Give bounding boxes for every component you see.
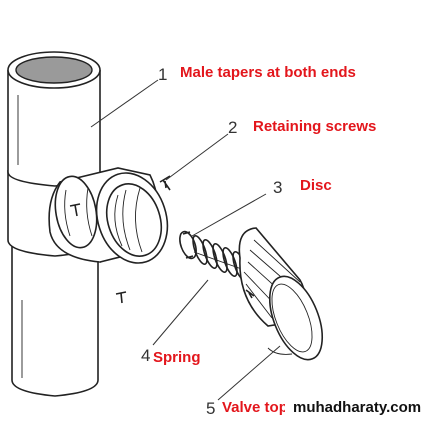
part-label-4: Spring <box>153 349 201 366</box>
leader-line-4 <box>152 279 209 346</box>
t-piece-body <box>7 51 169 397</box>
watermark-text: muhadharaty.com <box>293 399 421 416</box>
watermark-backing <box>285 397 438 417</box>
leader-lines <box>90 79 281 401</box>
retaining-screw <box>159 175 171 191</box>
part-label-3: Disc <box>300 177 332 194</box>
leader-line-5 <box>217 345 281 401</box>
part-number-1: 1 <box>158 65 167 84</box>
part-number-2: 2 <box>228 118 237 137</box>
leader-line-3 <box>191 193 267 237</box>
retaining-screw-lower <box>115 291 127 304</box>
leader-line-2 <box>165 133 229 181</box>
part-number-3: 3 <box>273 178 282 197</box>
part-label-2: Retaining screws <box>253 118 376 135</box>
part-number-4: 4 <box>141 346 150 365</box>
pipe-top-opening <box>15 56 93 84</box>
valve-top <box>238 227 324 361</box>
valve-disc <box>179 230 197 260</box>
part-label-5: Valve top <box>222 399 288 416</box>
part-number-5: 5 <box>206 399 215 418</box>
leader-line-1 <box>90 79 159 128</box>
part-label-1: Male tapers at both ends <box>180 64 356 81</box>
